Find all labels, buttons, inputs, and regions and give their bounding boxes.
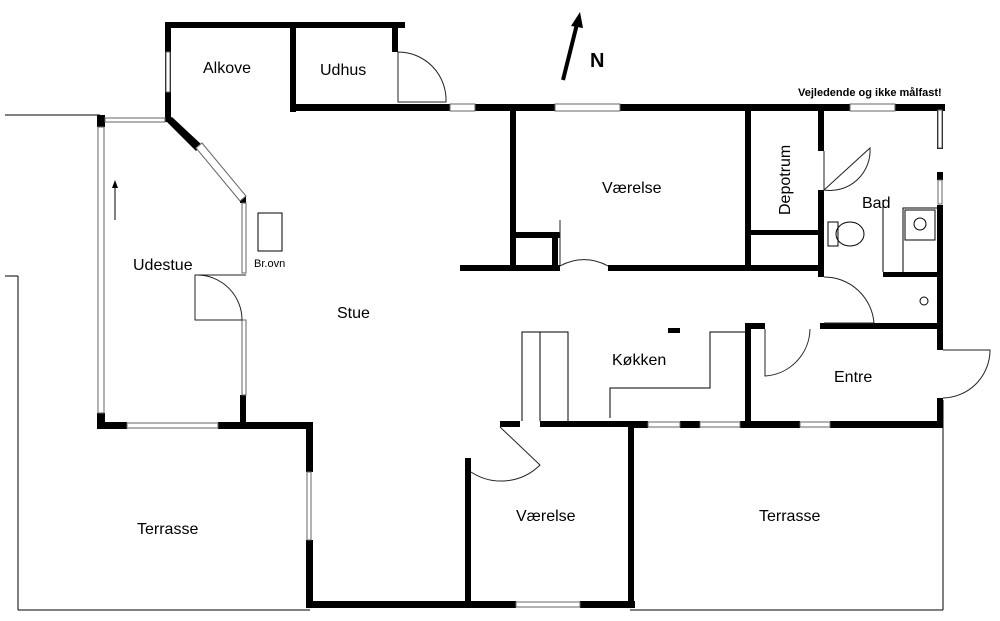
room-label-stue: Stue [337,305,370,322]
toilet-tank-icon [827,221,839,247]
angled-wall [165,117,247,202]
room-label-kokken: Køkken [612,352,666,369]
room-label-bad: Bad [862,195,890,212]
slide-arrowhead-icon [112,180,118,188]
room-labels: N Vejledende og ikke målfast! Alkove Udh… [133,50,942,538]
room-label-alkove: Alkove [203,60,251,77]
room-label-depotrum: Depotrum [777,145,794,215]
interior-walls [460,111,943,428]
room-label-entre: Entre [834,369,872,386]
room-label-terrasse-left: Terrasse [137,521,198,538]
room-label-udhus: Udhus [320,62,366,79]
doors [194,51,991,482]
room-label-terrasse-right: Terrasse [759,508,820,525]
sink-icon [904,209,936,241]
fixtures [112,180,936,306]
disclaimer-note: Vejledende og ikke målfast! [798,87,942,99]
kitchen-counters [521,200,937,421]
room-label-udestue: Udestue [133,257,193,274]
north-arrow-icon [561,12,583,81]
room-label-vaerelse-top: Værelse [602,180,662,197]
label-brovn: Br.ovn [254,258,285,270]
stove-icon [257,212,283,252]
north-label: N [590,50,604,72]
room-label-vaerelse-bottom: Værelse [516,508,576,525]
terrain-lines [5,114,944,611]
toilet-icon [835,221,865,247]
drain-icon [919,296,929,306]
windows [97,51,943,608]
sink-basin-icon [913,217,927,231]
